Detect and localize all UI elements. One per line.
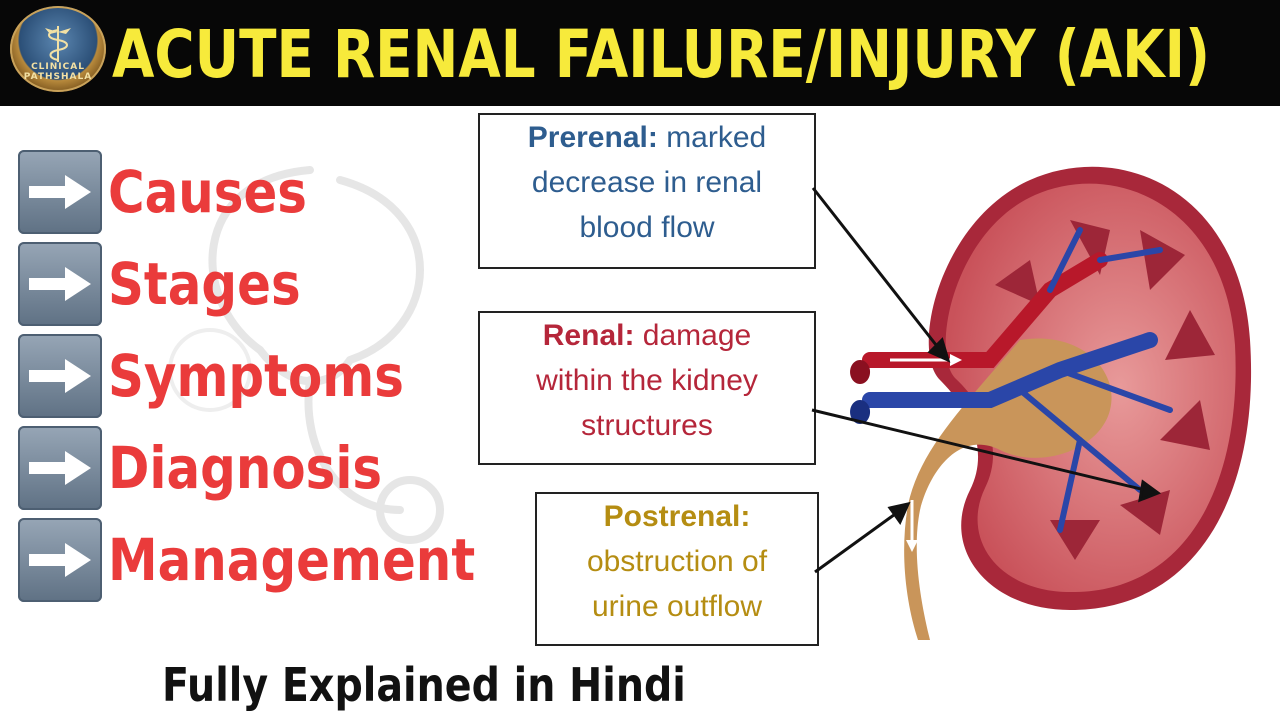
right-arrow-icon	[18, 518, 102, 602]
prerenal-callout: Prerenal: marked decrease in renal blood…	[478, 113, 816, 269]
topic-item-causes[interactable]: Causes	[18, 150, 478, 234]
topic-item-stages[interactable]: Stages	[18, 242, 478, 326]
prerenal-line1: marked	[666, 121, 767, 154]
topic-item-diagnosis[interactable]: Diagnosis	[18, 426, 478, 510]
caduceus-icon	[45, 26, 71, 62]
topic-item-management[interactable]: Management	[18, 518, 478, 602]
renal-callout: Renal: damage within the kidney structur…	[478, 311, 816, 465]
right-arrow-icon	[18, 242, 102, 326]
prerenal-line3: blood flow	[579, 211, 715, 244]
topic-label: Symptoms	[108, 342, 404, 410]
subtitle-footer: Fully Explained in Hindi	[162, 658, 686, 712]
topic-label: Causes	[108, 158, 307, 226]
postrenal-key: Postrenal:	[603, 500, 751, 533]
renal-key: Renal:	[542, 319, 635, 352]
renal-line3: structures	[581, 409, 713, 442]
topic-label: Stages	[108, 250, 301, 318]
prerenal-line2: decrease in renal	[531, 166, 763, 199]
postrenal-line2: urine outflow	[591, 590, 763, 623]
topic-label: Diagnosis	[108, 434, 383, 502]
topic-label: Management	[108, 526, 476, 594]
page-title: ACUTE RENAL FAILURE/INJURY (AKI)	[112, 16, 1211, 93]
logo-text: CLINICAL PATHSHALA	[23, 62, 93, 82]
header-bar: CLINICAL PATHSHALA ACUTE RENAL FAILURE/I…	[0, 0, 1280, 106]
prerenal-key: Prerenal:	[527, 121, 658, 154]
right-arrow-icon	[18, 334, 102, 418]
renal-line2: within the kidney	[536, 364, 758, 397]
right-arrow-icon	[18, 150, 102, 234]
right-arrow-icon	[18, 426, 102, 510]
renal-line1: damage	[642, 319, 752, 352]
kidney-illustration	[850, 166, 1252, 640]
stethoscope-watermark	[168, 166, 444, 544]
clinical-pathshala-logo: CLINICAL PATHSHALA	[10, 6, 106, 92]
topic-item-symptoms[interactable]: Symptoms	[18, 334, 478, 418]
postrenal-callout: Postrenal: obstruction of urine outflow	[535, 492, 819, 646]
postrenal-line1: obstruction of	[586, 545, 768, 578]
